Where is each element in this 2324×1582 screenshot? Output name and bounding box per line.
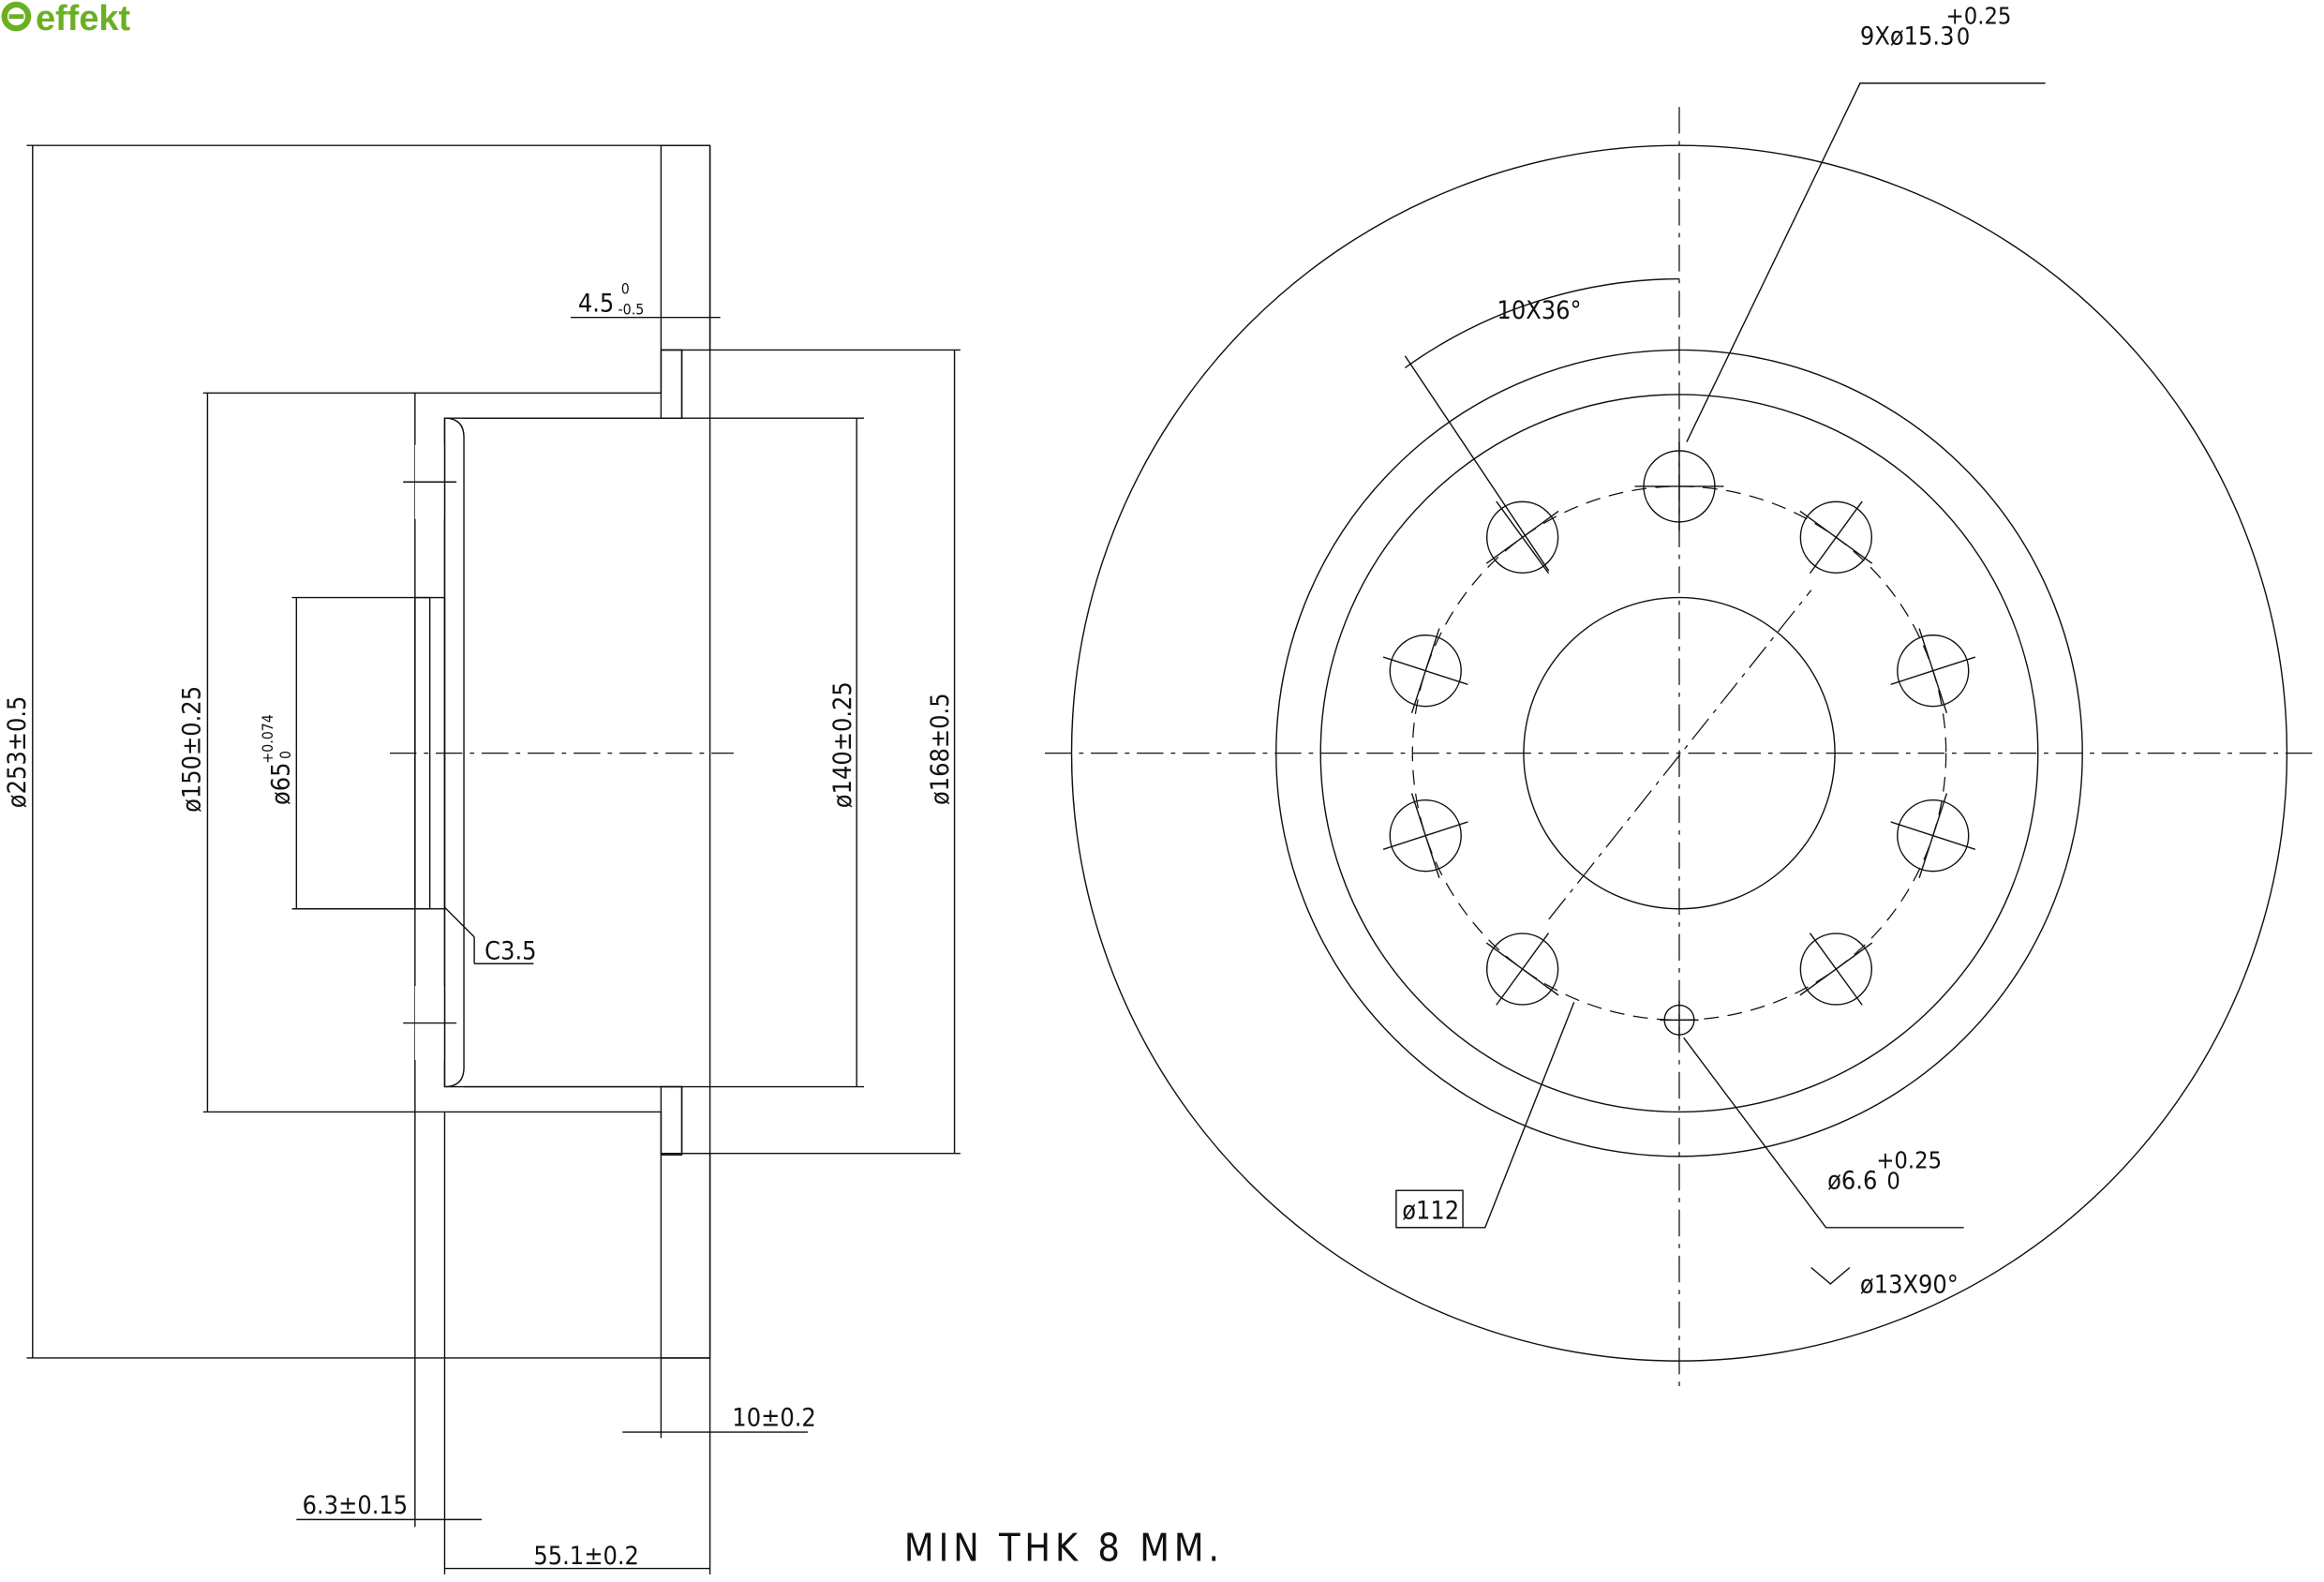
- bolt-hole: [1389, 634, 1462, 708]
- svg-text:+0.25: +0.25: [1946, 3, 2012, 30]
- svg-text:0: 0: [276, 751, 294, 759]
- disc-thickness-label: 10±0.2: [732, 1404, 815, 1433]
- bolt-hole: [1897, 634, 1970, 708]
- friction-inner-diameter-label: ø168±0.5: [926, 693, 955, 805]
- logo-text: effekt: [36, 0, 131, 38]
- countersink-label: ø13X90°: [1860, 1270, 1959, 1299]
- svg-text:+0.074: +0.074: [259, 714, 276, 764]
- hole-center-mark: [1485, 510, 1559, 564]
- inner-diameter-label: ø140±0.25: [828, 681, 857, 808]
- angle-spacing-label: 10X36°: [1497, 296, 1581, 325]
- svg-text:0: 0: [621, 279, 630, 297]
- hole-center-mark: [1799, 942, 1873, 996]
- bolt-hole: [1799, 933, 1872, 1006]
- effekt-logo: effekt: [1, 0, 131, 38]
- hat-diameter-label: ø150±0.25: [178, 686, 207, 813]
- pcd-label: ø112: [1402, 1196, 1459, 1225]
- bolt-holes-label: 9Xø15.3: [1860, 22, 1955, 52]
- hole-center-mark: [1918, 793, 1948, 878]
- hole-center-mark: [1410, 793, 1440, 878]
- flange-thickness-label: 4.5: [578, 289, 614, 318]
- hole-center-mark: [1918, 628, 1948, 714]
- bolt-hole: [1485, 500, 1559, 575]
- front-view: 10X36° 9Xø15.3 +0.25 0 ø112 ø6.6 +0.25 0…: [1045, 3, 2320, 1387]
- hub-thickness-label: 6.3±0.15: [303, 1491, 409, 1520]
- side-section-view: 4.5 0 -0.5 ø253±0.5 ø150±0.25 ø65 +0.074…: [3, 144, 961, 1575]
- outer-diameter-label: ø253±0.5: [3, 696, 32, 809]
- svg-text:0: 0: [1886, 1168, 1899, 1195]
- hole-center-mark: [1799, 510, 1873, 564]
- bolt-hole: [1389, 798, 1462, 873]
- center-bore-label: ø65: [266, 762, 295, 805]
- hole-center-mark: [1485, 942, 1559, 996]
- svg-text:+0.25: +0.25: [1876, 1147, 1942, 1174]
- svg-text:0: 0: [1957, 23, 1970, 51]
- overall-height-label: 55.1±0.2: [533, 1542, 639, 1571]
- bolt-hole: [1799, 500, 1872, 575]
- small-hole-label: ø6.6: [1827, 1167, 1877, 1196]
- svg-text:-0.5: -0.5: [618, 301, 645, 319]
- min-thickness-note: MIN THK 8 MM.: [904, 1526, 1224, 1571]
- chamfer-label: C3.5: [484, 937, 536, 966]
- bolt-hole: [1485, 933, 1559, 1006]
- hole-center-mark: [1410, 628, 1440, 714]
- bolt-hole: [1897, 798, 1970, 873]
